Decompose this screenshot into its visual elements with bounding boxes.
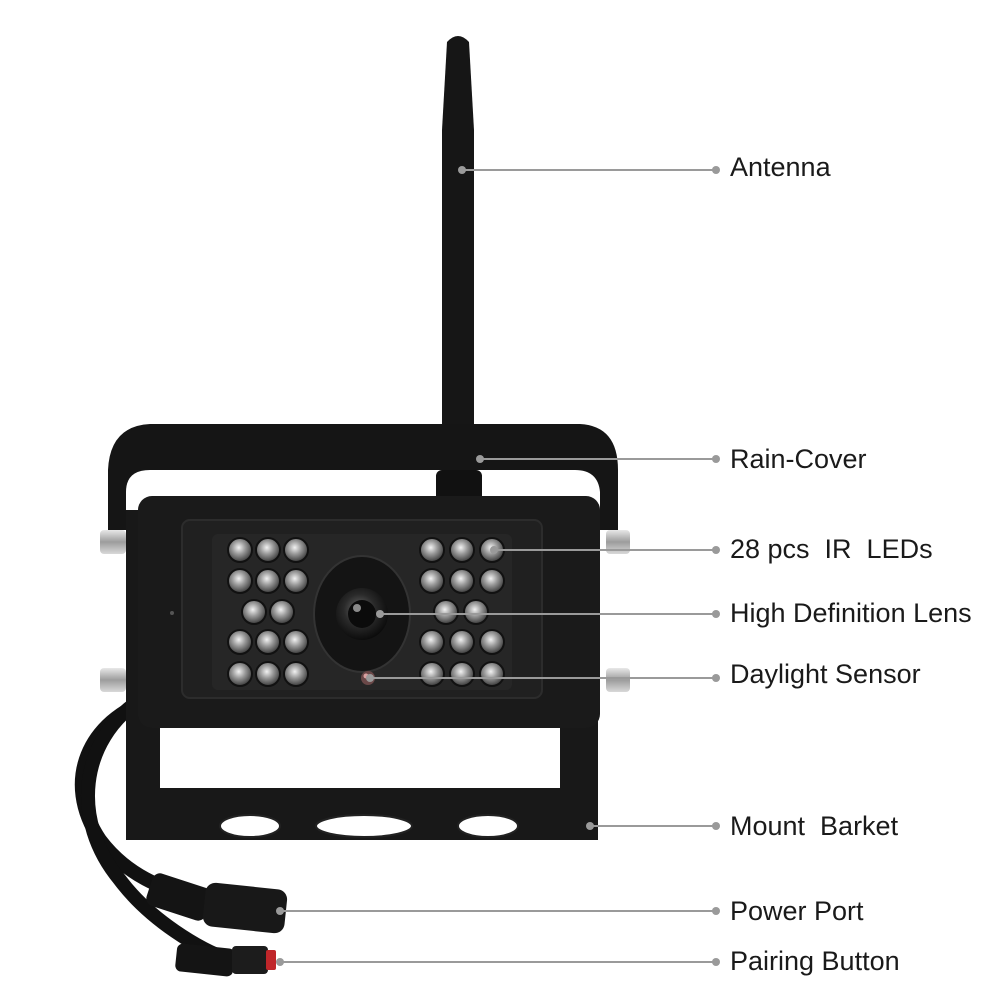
leader-dot-rain-cover: [476, 455, 484, 463]
leader-lines: [276, 166, 720, 966]
ir-led: [449, 537, 475, 563]
ir-led: [449, 661, 475, 687]
leader-dot-mount-bracket: [586, 822, 594, 830]
leader-dot-rain-cover: [712, 455, 720, 463]
ir-led: [283, 661, 309, 687]
label-rain-cover: Rain-Cover: [730, 444, 867, 474]
label-ir-leds: 28 pcs IR LEDs: [730, 534, 933, 564]
rain-cover: [108, 424, 618, 530]
leader-dot-power-port: [276, 907, 284, 915]
leader-dot-daylight-sensor: [366, 674, 374, 682]
label-power-port: Power Port: [730, 896, 864, 926]
ir-led: [419, 568, 445, 594]
pairing-button: [175, 943, 276, 977]
ir-led: [283, 568, 309, 594]
power-port: [146, 873, 288, 934]
ir-led: [283, 629, 309, 655]
ir-led: [255, 661, 281, 687]
leader-dot-antenna: [712, 166, 720, 174]
ir-led: [419, 537, 445, 563]
leader-dot-lens: [712, 610, 720, 618]
lens: [313, 555, 411, 673]
leader-dot-daylight-sensor: [712, 674, 720, 682]
leader-dot-ir-leds: [712, 546, 720, 554]
ir-led: [449, 629, 475, 655]
ir-led: [419, 629, 445, 655]
ir-led: [255, 568, 281, 594]
ir-led-array: [227, 537, 505, 687]
ir-led: [463, 599, 489, 625]
ir-led: [449, 568, 475, 594]
ir-led: [227, 629, 253, 655]
leader-dot-antenna: [458, 166, 466, 174]
ir-led: [433, 599, 459, 625]
leader-dot-mount-bracket: [712, 822, 720, 830]
mount-bracket: [126, 510, 598, 840]
ir-led: [227, 568, 253, 594]
label-daylight-sensor: Daylight Sensor: [730, 659, 921, 689]
ir-led: [479, 629, 505, 655]
leader-dot-pairing-button: [712, 958, 720, 966]
ir-led: [227, 661, 253, 687]
ir-led: [269, 599, 295, 625]
leader-dot-lens: [376, 610, 384, 618]
ir-led: [255, 537, 281, 563]
leader-dot-pairing-button: [276, 958, 284, 966]
leader-dot-power-port: [712, 907, 720, 915]
ir-led: [479, 568, 505, 594]
ir-led: [255, 629, 281, 655]
ir-led: [479, 661, 505, 687]
label-lens: High Definition Lens: [730, 598, 972, 628]
ir-led: [227, 537, 253, 563]
ir-led: [419, 661, 445, 687]
label-pairing-button: Pairing Button: [730, 946, 900, 976]
bracket-bolts: [100, 530, 630, 692]
label-mount-bracket: Mount Barket: [730, 811, 899, 841]
label-antenna: Antenna: [730, 152, 831, 182]
ir-led: [241, 599, 267, 625]
leader-dot-ir-leds: [490, 546, 498, 554]
ir-led: [283, 537, 309, 563]
